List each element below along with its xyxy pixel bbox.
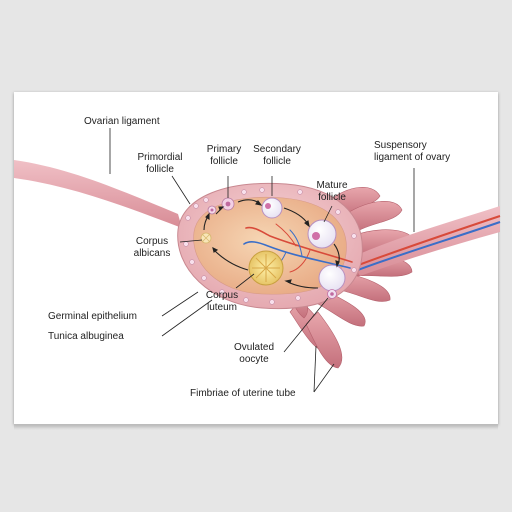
label-fimbriae: Fimbriae of uterine tube (190, 388, 296, 399)
label-mature-line1: Mature (316, 180, 348, 191)
label-suspensory-line2: ligament of ovary (374, 152, 451, 163)
leader-fimbriae-2 (313, 363, 335, 393)
medulla-vessels (243, 223, 353, 273)
ovarian-ligament (14, 160, 182, 228)
label-germinal-epithelium: Germinal epithelium (48, 311, 137, 322)
cycle-arrows (203, 199, 340, 289)
leader-oocyte (283, 297, 329, 353)
primary-follicle (221, 197, 235, 211)
leader-mature (323, 205, 333, 223)
label-primordial-line2: follicle (146, 164, 174, 175)
label-primordial-line1: Primordial (137, 152, 183, 163)
primordial-follicle (207, 205, 217, 215)
label-secondary-follicle: Secondary follicle (246, 144, 308, 168)
suspensory-ligament (350, 206, 501, 276)
label-primordial-follicle: Primordial follicle (128, 152, 192, 176)
label-tunica-albuginea: Tunica albuginea (48, 331, 124, 342)
label-primary-line1: Primary (206, 144, 242, 155)
label-albicans-line1: Corpus (135, 236, 169, 247)
label-oocyte-line2: oocyte (239, 354, 269, 365)
leader-luteum (235, 273, 255, 289)
label-oocyte-line1: Ovulated (233, 342, 275, 353)
label-primary-line2: follicle (210, 156, 238, 167)
ovulation-site (318, 264, 346, 299)
leader-tunica (161, 299, 213, 337)
leader-albicans (179, 239, 203, 243)
leader-lines (109, 128, 415, 393)
leader-germinal (161, 291, 199, 317)
leader-primordial (171, 175, 191, 205)
label-primary-follicle: Primary follicle (196, 144, 252, 168)
mature-follicle (307, 219, 337, 249)
cortex-primordial-follicles (183, 187, 357, 305)
label-corpus-luteum: Corpus luteum (198, 290, 246, 314)
corpus-luteum (248, 250, 284, 286)
poster-shadow (14, 424, 498, 430)
label-ovulated-oocyte: Ovulated oocyte (226, 342, 282, 366)
label-corpus-albicans: Corpus albicans (124, 236, 180, 260)
corpus-albicans (200, 232, 212, 244)
leader-fimbriae-1 (313, 345, 317, 393)
label-suspensory-line1: Suspensory (374, 140, 427, 151)
label-ovarian-ligament: Ovarian ligament (84, 116, 160, 127)
secondary-follicle (261, 197, 283, 219)
label-mature-line2: follicle (318, 192, 346, 203)
label-mature-follicle: Mature follicle (306, 180, 358, 204)
label-suspensory-ligament: Suspensory ligament of ovary (374, 140, 450, 164)
label-secondary-line1: Secondary (253, 144, 301, 155)
label-luteum-line1: Corpus (205, 290, 239, 301)
label-luteum-line2: luteum (206, 302, 237, 313)
label-secondary-line2: follicle (263, 156, 291, 167)
label-albicans-line2: albicans (133, 248, 171, 259)
